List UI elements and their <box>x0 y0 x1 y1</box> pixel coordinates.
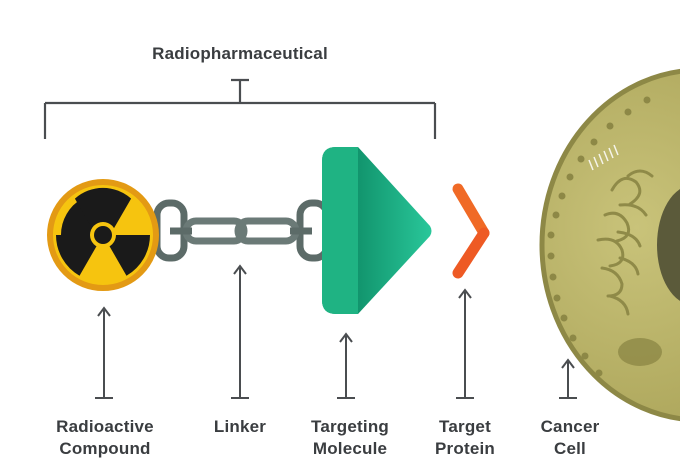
radiation-icon <box>47 179 159 291</box>
label-line: Compound <box>59 439 151 458</box>
label-line: Molecule <box>312 439 388 458</box>
label-cancer-cell: Cancer Cell <box>520 416 620 460</box>
triangle-icon <box>322 147 432 314</box>
label-line: Protein <box>435 439 495 458</box>
label-line: Targeting <box>311 417 389 436</box>
chain-icon <box>153 199 331 262</box>
label-line: Cell <box>554 439 586 458</box>
cancer-cell-icon <box>539 68 680 422</box>
label-line: Cancer <box>540 417 600 436</box>
label-linker: Linker <box>190 416 290 438</box>
label-targeting-molecule: Targeting Molecule <box>280 416 420 460</box>
y-receptor-icon <box>452 183 540 279</box>
label-radioactive-compound: Radioactive Compound <box>30 416 180 460</box>
diagram-title: Radiopharmaceutical <box>152 44 328 63</box>
label-line: Target <box>439 417 491 436</box>
label-target-protein: Target Protein <box>415 416 515 460</box>
label-pointers <box>95 264 577 399</box>
label-line: Radioactive <box>56 417 154 436</box>
radiopharmaceutical-bracket <box>43 78 437 139</box>
label-line: Linker <box>213 417 267 436</box>
